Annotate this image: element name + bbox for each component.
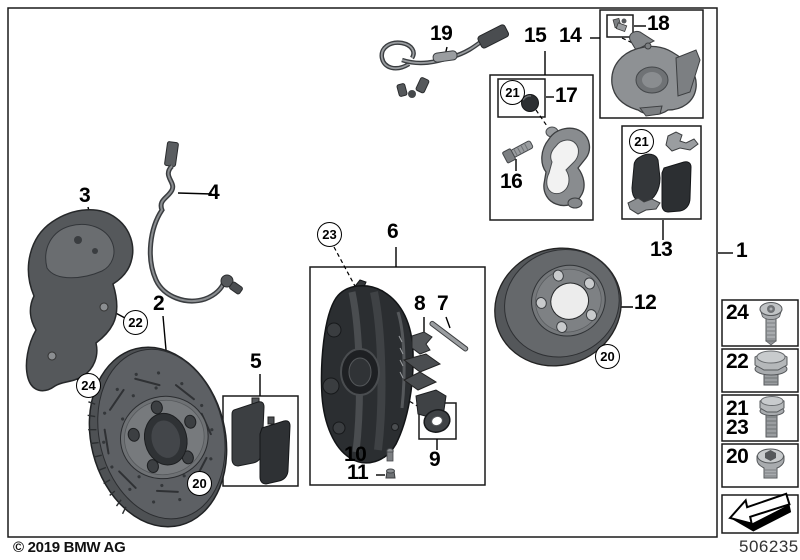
diagram-number: 506235	[739, 537, 799, 556]
callout-18[interactable]: 18	[647, 12, 670, 35]
callout-9[interactable]: 9	[429, 448, 441, 471]
callout-6[interactable]: 6	[387, 220, 399, 243]
front-brake-pads-part	[231, 397, 291, 485]
legend-box-24	[721, 299, 799, 347]
callout-7[interactable]: 7	[437, 292, 449, 315]
bolt-22-glyph	[754, 350, 788, 386]
guide-sleeve-cap-part	[521, 94, 539, 112]
vane-ticks	[87, 401, 127, 515]
legend-label-20[interactable]: 20	[726, 445, 749, 468]
callout-3[interactable]: 3	[79, 184, 91, 207]
shield-bolt-24-glyph	[47, 351, 57, 361]
callout-circle-23[interactable]: 23	[317, 222, 342, 247]
rear-brake-pads-part	[627, 131, 699, 215]
callout-1[interactable]: 1	[736, 239, 748, 262]
copyright-notice: © 2019 BMW AG	[13, 539, 126, 556]
callout-5[interactable]: 5	[250, 350, 262, 373]
legend-label-23[interactable]: 23	[726, 416, 749, 439]
guide-bolt-part	[502, 140, 534, 164]
caliper-logo-marks	[398, 335, 404, 379]
pad-hardware-part	[402, 320, 469, 419]
legend-label-22[interactable]: 22	[726, 350, 749, 373]
callout-11[interactable]: 11	[347, 461, 369, 484]
rear-brake-disc-part	[494, 247, 622, 367]
lug-holes	[127, 400, 197, 474]
callout-circle-21-cap[interactable]: 21	[500, 80, 525, 105]
rear-lug-holes	[535, 269, 598, 333]
callout-14[interactable]: 14	[559, 24, 582, 47]
callout-17[interactable]: 17	[555, 84, 578, 107]
callout-circle-20-front[interactable]: 20	[187, 471, 212, 496]
callout-19[interactable]: 19	[430, 22, 453, 45]
callout-circle-20-rear[interactable]: 20	[595, 344, 620, 369]
rear-caliper-part	[611, 31, 701, 117]
caliper-carrier-part	[541, 126, 591, 209]
shield-bolt-22-glyph	[99, 302, 109, 312]
bolt-21-23-glyph	[759, 396, 785, 438]
callout-circle-22[interactable]: 22	[123, 310, 148, 335]
callout-16[interactable]: 16	[500, 170, 523, 193]
o-ring-part	[423, 409, 451, 433]
callout-circle-21-pads[interactable]: 21	[629, 129, 654, 154]
wear-sensor-part	[147, 141, 243, 304]
callout-circle-24[interactable]: 24	[76, 373, 101, 398]
legend-label-24[interactable]: 24	[726, 301, 749, 324]
callout-15[interactable]: 15	[524, 24, 547, 47]
callout-4[interactable]: 4	[208, 181, 220, 204]
bleeder-cap-part	[385, 468, 396, 479]
main-frame	[7, 7, 718, 538]
front-caliper-part	[320, 279, 414, 464]
bolt-24-glyph	[759, 302, 783, 346]
callout-8[interactable]: 8	[414, 292, 426, 315]
abs-sensor-cable-part	[379, 24, 510, 98]
direction-arrow-icon	[728, 492, 792, 532]
bleeder-screw-part	[386, 448, 394, 462]
screw-20-glyph	[756, 448, 785, 479]
callout-10[interactable]: 10	[344, 443, 367, 466]
callout-13[interactable]: 13	[650, 238, 673, 261]
bleeder-valve-glyph	[612, 17, 628, 33]
callout-12[interactable]: 12	[634, 291, 657, 314]
dust-shield-part	[25, 209, 134, 392]
callout-2[interactable]: 2	[153, 292, 165, 315]
retaining-pin-part	[429, 320, 469, 352]
front-brake-disc-part	[87, 346, 228, 528]
legend-label-21[interactable]: 21	[726, 397, 749, 420]
